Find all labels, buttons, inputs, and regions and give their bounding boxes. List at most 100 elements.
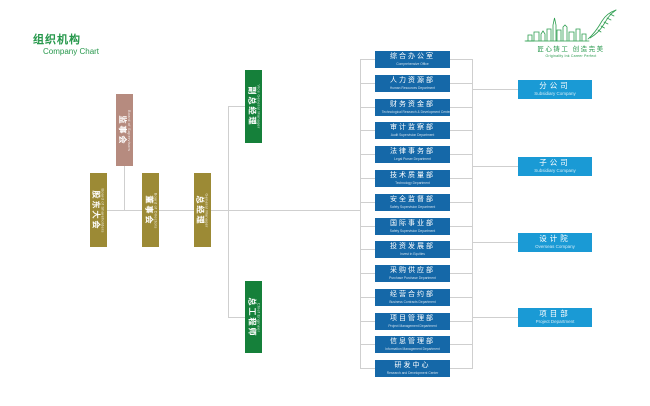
- dept-label-en: Safety Supervision Department: [389, 204, 436, 209]
- connector-line: [450, 130, 472, 131]
- dept-label-zh: 投资发展部: [390, 243, 435, 250]
- dept-label-en: Human Resources Department: [389, 85, 436, 90]
- connector-line: [211, 210, 360, 211]
- page-title-zh: 组织机构: [33, 34, 81, 46]
- branch-label-zh: 设计院: [539, 234, 571, 243]
- org-node-label-zh: 总工程师: [247, 297, 256, 337]
- dept-label-en: Business Contracts Department: [389, 299, 436, 304]
- connector-line: [360, 249, 375, 250]
- branch-label-en: Project Department: [535, 319, 575, 324]
- page-title-en: Company Chart: [43, 46, 100, 56]
- dept-label-en: Comprehensive Office: [396, 61, 429, 66]
- connector-line: [450, 368, 472, 369]
- connector-line: [472, 242, 518, 243]
- connector-line: [360, 202, 375, 203]
- connector-line: [450, 59, 472, 60]
- org-node-label-en: Board of Supervisors: [127, 109, 133, 151]
- dept-label-zh: 项目管理部: [390, 315, 435, 322]
- connector-line: [450, 344, 472, 345]
- dept-label-zh: 采购供应部: [390, 267, 435, 274]
- connector-line: [360, 107, 375, 108]
- logo-tagline: 匠心铸工 创造完美 Originality Ink Career Perfect: [520, 46, 622, 58]
- dept-label-en: Information Management Department: [385, 346, 440, 351]
- dept-label-en: Project Management Department: [388, 323, 437, 328]
- connector-line: [360, 59, 361, 369]
- dept-label-zh: 审计监察部: [390, 124, 435, 131]
- connector-line: [124, 166, 125, 210]
- branch-label-zh: 分公司: [539, 81, 571, 90]
- org-node-label-en: Chief Engineer: [256, 302, 261, 332]
- connector-line: [450, 321, 472, 322]
- logo-tagline-en: Originality Ink Career Perfect: [545, 53, 597, 58]
- connector-line: [472, 89, 518, 90]
- org-node-label-zh: 监事会: [118, 114, 128, 145]
- dept-label-en: Purchase Purchase Department: [389, 275, 436, 280]
- connector-line: [360, 344, 375, 345]
- connector-line: [450, 154, 472, 155]
- dept-label-zh: 研发中心: [394, 362, 431, 369]
- dept-label-en: Research and Development Center: [386, 370, 439, 375]
- org-node-label-zh: 副总经理: [247, 86, 257, 127]
- org-node-label-en: Vice General Manager: [256, 84, 262, 129]
- dept-label-zh: 技术质量部: [390, 172, 435, 179]
- connector-line: [472, 317, 518, 318]
- connector-line: [450, 202, 472, 203]
- dept-label-en: Legal Purser Department: [394, 156, 431, 161]
- dept-label-en: Technological Research & Development Cen…: [381, 109, 450, 114]
- dept-label-zh: 经营合约部: [390, 291, 435, 298]
- connector-line: [360, 297, 375, 298]
- connector-line: [450, 107, 472, 108]
- connector-line: [360, 321, 375, 322]
- branch-label-zh: 项目部: [539, 309, 571, 318]
- dept-label-zh: 信息管理部: [390, 338, 435, 345]
- dept-label-zh: 综合办公室: [390, 53, 435, 60]
- dept-label-en: Invest in Equities: [400, 251, 425, 256]
- org-node-label-zh: 股东大会: [92, 189, 102, 230]
- connector-line: [360, 178, 375, 179]
- connector-line: [450, 178, 472, 179]
- dept-label-en: Technology Department: [395, 180, 430, 185]
- connector-line: [360, 273, 375, 274]
- connector-line: [360, 368, 375, 369]
- connector-line: [360, 154, 375, 155]
- connector-line: [472, 59, 473, 369]
- branch-label-en: Overseas Company: [535, 244, 575, 249]
- dept-label-zh: 财务资金部: [390, 101, 435, 108]
- logo-tagline-zh: 匠心铸工 创造完美: [537, 46, 605, 53]
- dept-label-zh: 安全监督部: [390, 196, 435, 203]
- connector-line: [360, 130, 375, 131]
- connector-line: [228, 106, 245, 107]
- branch-label-zh: 子公司: [539, 158, 571, 167]
- dept-label-zh: 法律事务部: [390, 148, 435, 155]
- org-node-label-zh: 总经理: [196, 194, 206, 225]
- org-node-label-en: General Manager: [205, 192, 211, 228]
- org-node-label-en: Board of Directors: [153, 192, 158, 228]
- connector-line: [450, 83, 472, 84]
- company-logo-skyline-quill-icon: [524, 9, 617, 42]
